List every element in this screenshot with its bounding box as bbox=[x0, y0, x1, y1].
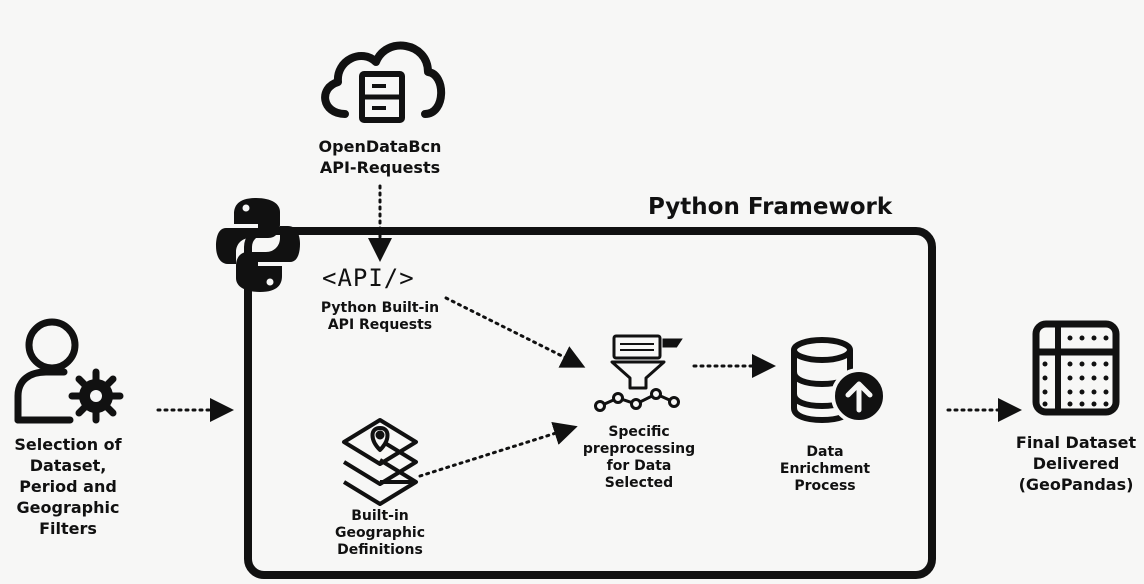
selection-label: Selection of Dataset, Period and Geograp… bbox=[14, 435, 122, 538]
source-label: OpenDataBcn API-Requests bbox=[318, 137, 442, 177]
preprocessing-label: Specific preprocessing for Data Selected bbox=[582, 424, 696, 491]
cloud-server-icon bbox=[321, 41, 446, 123]
api-tag: <API/> bbox=[322, 264, 415, 292]
enrichment-label: Data Enrichment Process bbox=[779, 444, 871, 494]
user-settings-icon bbox=[14, 318, 124, 424]
framework-title: Python Framework bbox=[648, 194, 893, 220]
database-upload-icon bbox=[791, 337, 887, 424]
layers-pin-icon bbox=[342, 418, 418, 506]
geo-label: Built-in Geographic Definitions bbox=[334, 508, 426, 558]
python-logo-icon bbox=[216, 198, 300, 292]
filter-chart-icon bbox=[594, 334, 683, 412]
arrow-api-to-preprocessing bbox=[444, 296, 586, 368]
arrow-geo-to-preprocessing bbox=[418, 421, 578, 478]
api-label: Python Built-in API Requests bbox=[320, 300, 440, 333]
table-icon bbox=[1032, 320, 1120, 416]
output-label: Final Dataset Delivered (GeoPandas) bbox=[1015, 433, 1137, 494]
python-framework-frame bbox=[244, 227, 936, 579]
